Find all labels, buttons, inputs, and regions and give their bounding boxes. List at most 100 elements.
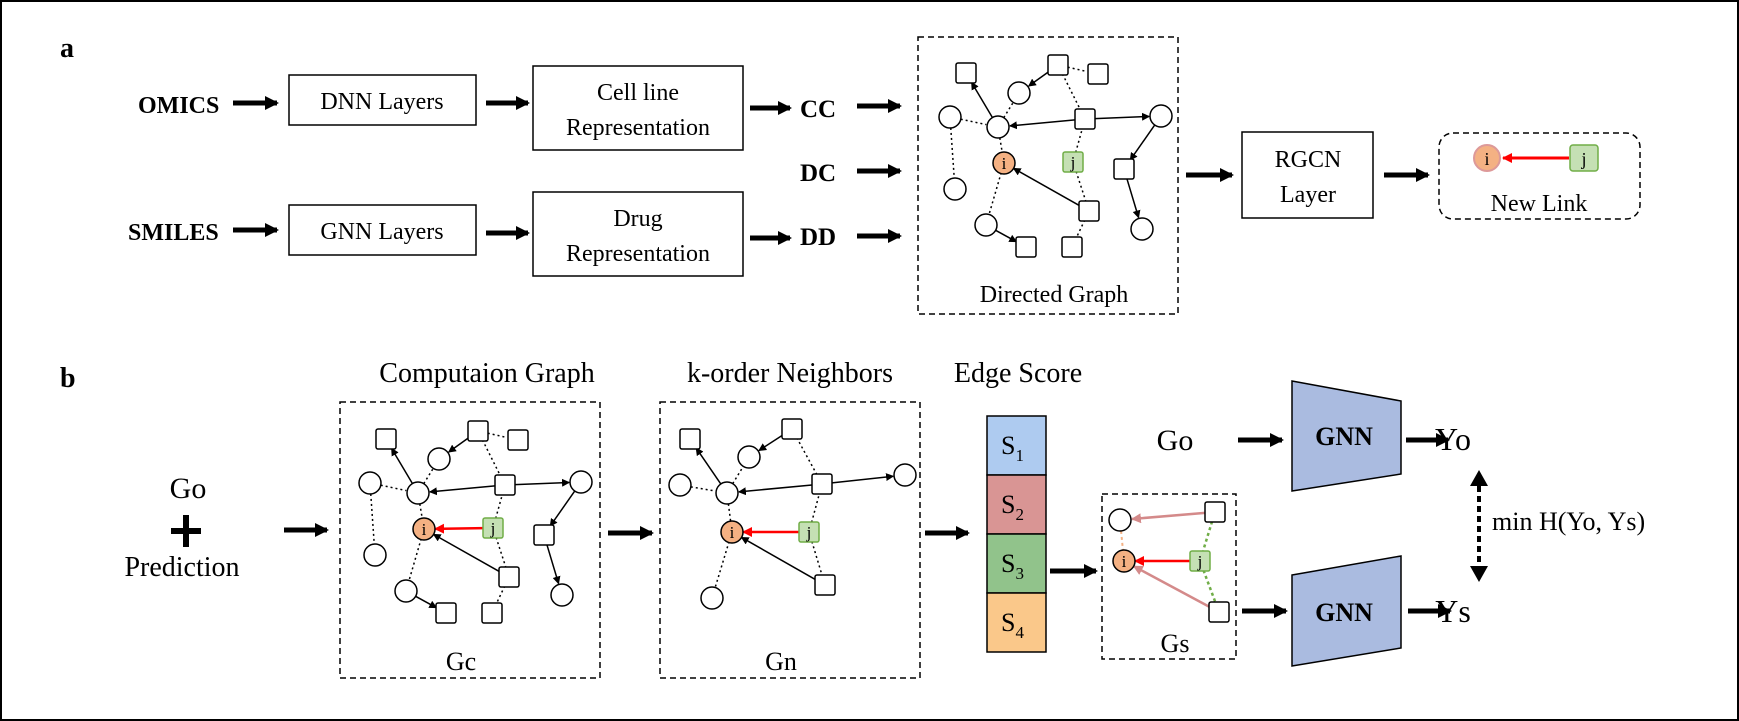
- square-node: [498, 566, 520, 588]
- square-node: [533, 524, 555, 546]
- graph-edge: [737, 484, 813, 496]
- gs-caption: Gs: [1161, 629, 1190, 658]
- graph-edge: [690, 486, 716, 492]
- ys-label: Ys: [1435, 593, 1471, 629]
- circle-node: [1130, 217, 1154, 241]
- circle-node: [737, 445, 761, 469]
- square-node: [507, 429, 529, 451]
- graph-edge: [546, 544, 561, 585]
- graph-edge: [419, 503, 423, 519]
- graph-edge: [1027, 70, 1051, 87]
- rgcn-line2: Layer: [1280, 182, 1336, 208]
- graph-edge: [740, 536, 817, 581]
- panel-b-flow-arrows: [284, 433, 1452, 618]
- cell-rep-line2: Representation: [566, 115, 710, 141]
- min-h-arrow-down: [1470, 566, 1488, 582]
- graph-edge: [487, 432, 508, 439]
- dnn-layers-box: [288, 74, 477, 126]
- graph-edge: [714, 541, 730, 587]
- graph-edge: [732, 466, 744, 485]
- graph-edge: [811, 541, 823, 575]
- node-i: [720, 520, 744, 544]
- graph-edge: [1126, 178, 1141, 219]
- node-i-label: i: [1002, 154, 1007, 173]
- circle-node: [569, 470, 593, 494]
- gnn-layers-box: [288, 204, 477, 256]
- graph-edge: [988, 172, 1002, 214]
- graph-edge: [514, 478, 571, 487]
- dc-label: DC: [800, 160, 836, 187]
- min-h-label: min H(Yo, Ys): [1492, 507, 1645, 536]
- graph-edge: [727, 503, 732, 522]
- panel-a-label: a: [60, 33, 74, 64]
- square-node: [1074, 108, 1096, 130]
- square-node: [1113, 158, 1135, 180]
- circle-node: [363, 543, 387, 567]
- graph-edge: [1120, 530, 1124, 551]
- graph-edge: [1076, 219, 1086, 238]
- node-j-label: j: [1197, 552, 1203, 571]
- gnn-top-label: GNN: [1315, 422, 1373, 451]
- circle-node: [1007, 81, 1031, 105]
- score-label: S3: [1001, 549, 1024, 583]
- graph-edge: [549, 490, 576, 527]
- node-j-label: j: [806, 523, 812, 542]
- gnn-layers-label: GNN Layers: [320, 219, 443, 245]
- panel-a-flow-arrows: [233, 96, 1430, 245]
- node-j: [482, 517, 504, 539]
- node-i: [412, 517, 436, 541]
- graph-edge: [1074, 129, 1083, 153]
- min-h-arrow-up: [1470, 470, 1488, 486]
- square-node: [1015, 236, 1037, 258]
- gnn-bottom-block: [1291, 555, 1402, 667]
- square-node: [435, 602, 457, 624]
- node-i-label: i: [730, 523, 735, 542]
- graph-edge: [1202, 569, 1217, 603]
- circle-node: [938, 105, 962, 129]
- smiles-label: SMILES: [128, 220, 219, 246]
- graph-edge: [447, 436, 471, 453]
- prediction-label: Prediction: [124, 552, 239, 583]
- graph-edge: [995, 229, 1018, 243]
- gs-box: [1101, 493, 1237, 660]
- dnn-layers-label: DNN Layers: [320, 89, 443, 115]
- graph-edge: [960, 118, 987, 126]
- circle-node: [700, 586, 724, 610]
- circle-node: [427, 447, 451, 471]
- directed-graph-box: [917, 36, 1179, 315]
- graph-edge: [1094, 112, 1151, 121]
- new-link-node-i-label: i: [1484, 149, 1489, 169]
- graph-edge: [495, 537, 507, 567]
- graph-edge: [831, 473, 895, 484]
- graph-edge: [758, 433, 785, 452]
- graph-edge: [423, 468, 434, 485]
- square-node: [1078, 200, 1100, 222]
- cell-line-representation-box: [532, 65, 744, 151]
- graph-edge: [796, 437, 818, 475]
- graph-edge: [408, 538, 422, 580]
- square-node: [781, 418, 803, 440]
- graph-edge: [432, 533, 501, 573]
- rgcn-layer-box: [1241, 131, 1374, 219]
- square-node: [481, 602, 503, 624]
- graph-edge: [970, 81, 994, 118]
- k-order-box: [659, 401, 921, 679]
- graph-edge: [950, 127, 955, 178]
- graph-edge: [810, 494, 820, 523]
- circle-node: [358, 471, 382, 495]
- plus-icon: [171, 515, 201, 547]
- node-j: [1062, 151, 1084, 173]
- new-link-box: [1438, 132, 1641, 220]
- go-input-label: Go: [1157, 424, 1194, 457]
- square-node: [1208, 601, 1230, 623]
- score-label: S4: [1001, 608, 1024, 642]
- gc-caption: Gc: [446, 647, 476, 676]
- edge-score-title: Edge Score: [954, 358, 1082, 389]
- circle-node: [974, 213, 998, 237]
